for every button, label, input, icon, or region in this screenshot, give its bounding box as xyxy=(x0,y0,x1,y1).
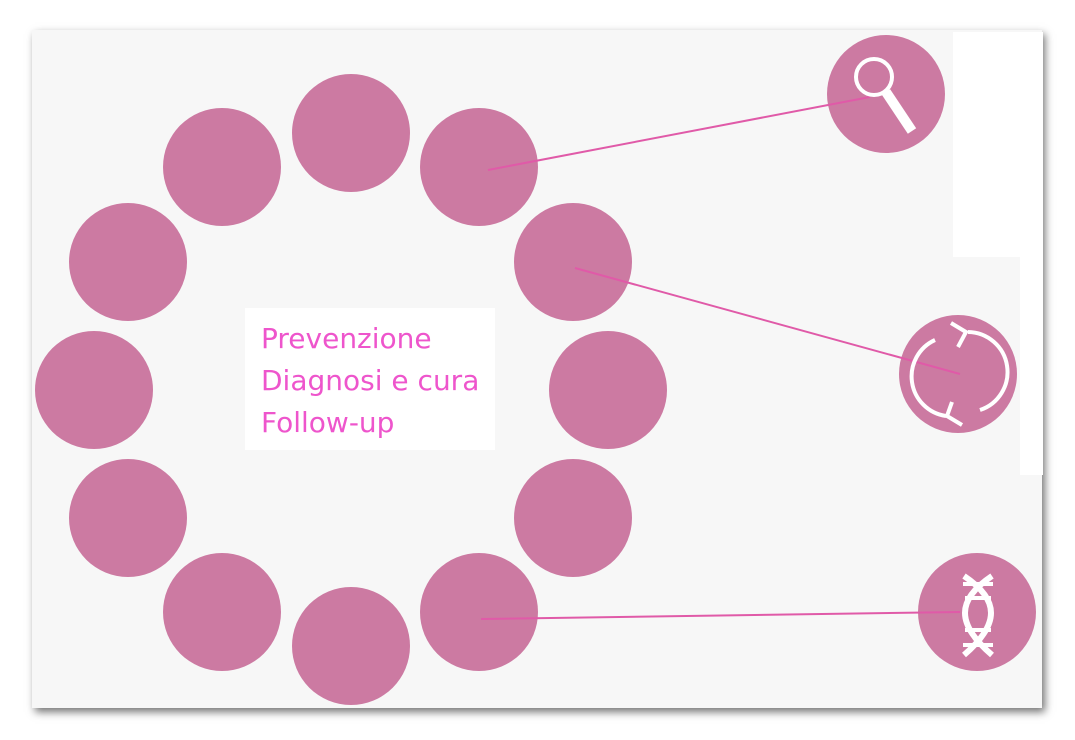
ring-circle xyxy=(163,108,281,226)
ring-circle xyxy=(549,331,667,449)
icon-circle-dna xyxy=(918,553,1036,671)
refresh-arrows-icon xyxy=(909,321,1010,427)
ring-circle xyxy=(292,74,410,192)
connector-line xyxy=(487,96,871,171)
dna-icon xyxy=(962,573,994,658)
ring-circle xyxy=(163,553,281,671)
ring-circle xyxy=(514,203,632,321)
ring-circle xyxy=(292,587,410,705)
icon-panel-mid xyxy=(1020,257,1043,475)
label-prevenzione: Prevenzione xyxy=(261,322,432,355)
label-diagnosi-e-cura: Diagnosi e cura xyxy=(261,364,480,397)
ring-circle xyxy=(69,203,187,321)
ring-circle xyxy=(420,553,538,671)
ring-circle xyxy=(69,459,187,577)
ring-circle xyxy=(420,108,538,226)
ring-circle xyxy=(514,459,632,577)
icon-panel-top xyxy=(953,32,1043,257)
label-follow-up: Follow-up xyxy=(261,406,395,439)
connector-line xyxy=(480,611,961,620)
magnifier-icon xyxy=(854,57,917,134)
label-box: Prevenzione Diagnosi e cura Follow-up xyxy=(245,308,495,450)
circle-ring xyxy=(35,74,667,705)
connector-line xyxy=(574,267,961,375)
ring-circle xyxy=(35,331,153,449)
